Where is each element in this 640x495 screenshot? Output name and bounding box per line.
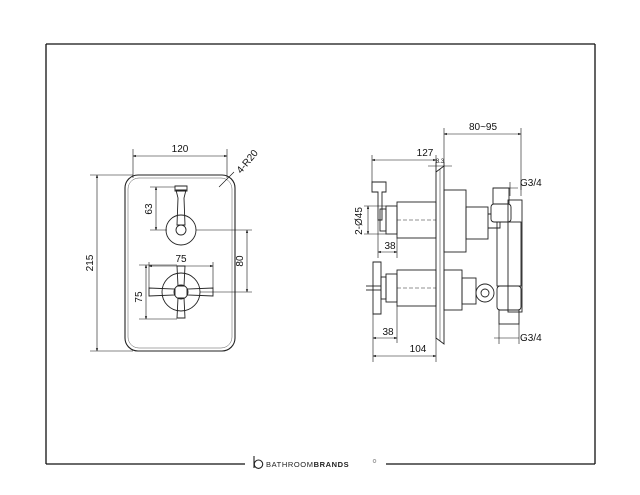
brand-prefix: BATHROOM — [266, 460, 314, 469]
upper-depth-label: 38 — [384, 241, 396, 252]
base-label: 104 — [410, 344, 427, 355]
overall-label: 127 — [417, 148, 434, 159]
wall-plate — [435, 165, 445, 345]
dim-projection — [443, 128, 522, 190]
cross-width-label: 75 — [175, 254, 187, 265]
dim-cross-width — [148, 262, 214, 288]
dim-top-port — [493, 182, 522, 196]
cross-handle — [148, 265, 214, 319]
projection-label: 80~95 — [469, 122, 498, 133]
bottom-port-label: G3/4 — [520, 333, 542, 344]
cross-height-label: 75 — [134, 291, 145, 303]
lower-cross-assembly — [366, 261, 437, 315]
dim-width — [132, 149, 228, 178]
dim-height — [90, 174, 133, 352]
radius-leader — [218, 171, 235, 188]
centres-label: 80 — [235, 255, 246, 267]
front-view: 120 4-R20 215 63 75 7 — [85, 144, 261, 352]
brand-logo-icon — [253, 456, 264, 469]
dim-lower-depth — [372, 306, 398, 343]
height-label: 215 — [85, 254, 96, 271]
drawing-frame — [45, 43, 596, 465]
radius-label: 4-R20 — [235, 148, 261, 176]
dim-plate — [428, 162, 452, 172]
dim-upper-depth — [377, 220, 398, 258]
dim-overall — [371, 155, 437, 182]
width-label: 120 — [172, 144, 189, 155]
faceplate-inner-outline — [127, 177, 233, 349]
dim-lever-height — [150, 186, 175, 231]
registered-mark — [372, 459, 377, 463]
dim-cross-height — [139, 264, 177, 320]
dim-diameter — [364, 205, 386, 235]
dim-base — [372, 338, 437, 362]
valve-body — [443, 187, 523, 325]
plate-label: 8.3 — [436, 159, 445, 165]
lower-depth-label: 38 — [382, 327, 394, 338]
faceplate-outline — [124, 174, 236, 352]
upper-lever-assembly — [371, 181, 437, 239]
brand-logo: BATHROOMBRANDS — [253, 456, 377, 469]
dim-bottom-port — [494, 324, 520, 344]
brand-suffix: BRANDS — [314, 460, 350, 469]
lever-height-label: 63 — [144, 203, 155, 215]
dim-centres — [196, 229, 252, 293]
diameter-label: 2-Ø45 — [354, 207, 365, 235]
side-view: 80~95 127 8.3 G3/4 G3/4 — [354, 122, 542, 362]
brand-wordmark: BATHROOMBRANDS — [266, 460, 349, 469]
upper-lever-handle — [165, 185, 197, 246]
top-port-label: G3/4 — [520, 178, 542, 189]
